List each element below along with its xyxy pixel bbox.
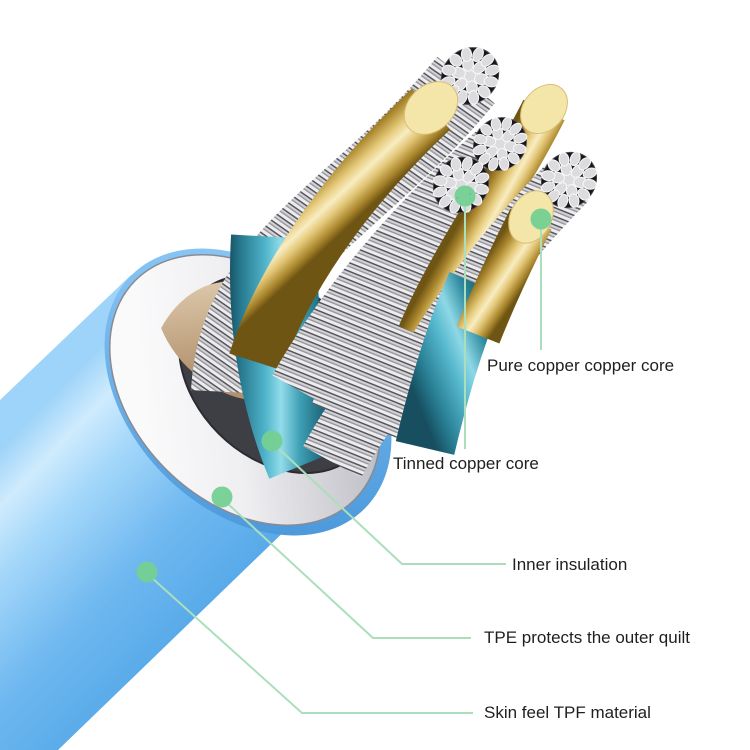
label-tinned-copper-core: Tinned copper core [393, 454, 539, 473]
callout-dot-inner-insulation [261, 430, 283, 452]
copper-wire-left [229, 88, 451, 371]
callout-line-skin [151, 577, 473, 714]
label-skin-material: Skin feel TPF material [484, 703, 651, 722]
callout-line-inner-insulation [276, 446, 506, 565]
cable-jacket-body [0, 275, 380, 750]
callout-dot-tinned-copper [454, 185, 476, 207]
label-pure-copper-core: Pure copper copper core [487, 356, 674, 375]
callout-labels: Pure copper copper core Tinned copper co… [393, 356, 690, 722]
label-tpe-outer: TPE protects the outer quilt [484, 628, 690, 647]
callout-line-tpe [226, 502, 471, 639]
callout-lines [151, 206, 542, 714]
callout-dot-tpe [211, 486, 233, 508]
callout-dot-pure-copper [530, 208, 552, 230]
label-inner-insulation: Inner insulation [512, 555, 627, 574]
copper-face-left [403, 81, 459, 135]
copper-face-mid [520, 83, 568, 135]
callout-dots [136, 185, 552, 583]
callout-dot-skin [136, 561, 158, 583]
